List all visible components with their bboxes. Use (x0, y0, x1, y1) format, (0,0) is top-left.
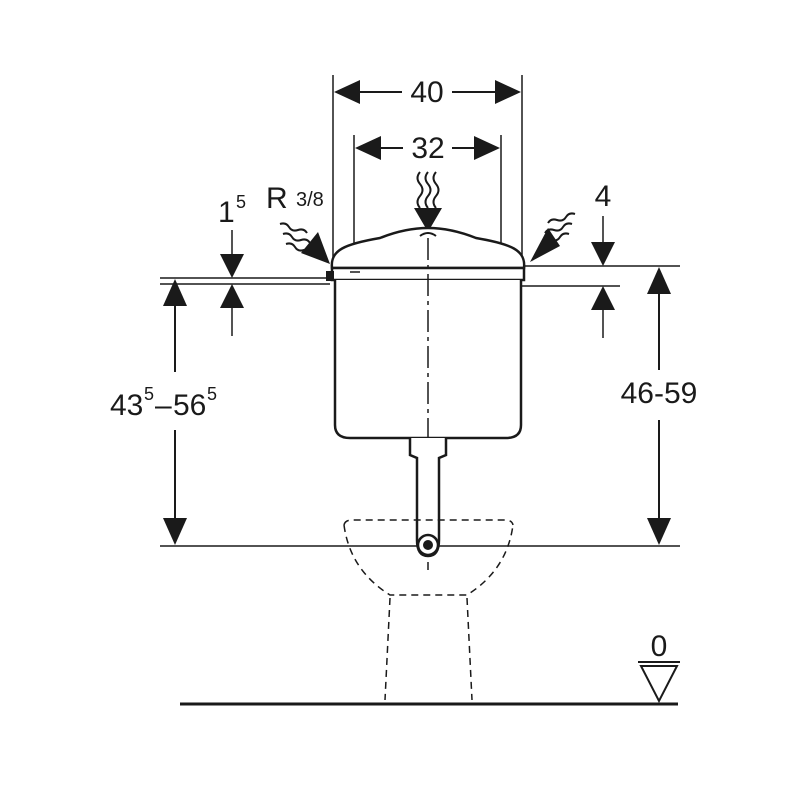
offset-right-dimension (591, 216, 615, 338)
floor-level-label: 0 (651, 630, 668, 663)
height-left-label: 43 5 – 56 5 (110, 384, 217, 422)
water-inlet-top-icon (414, 171, 442, 232)
water-inlet-left-icon (279, 222, 330, 264)
dimension-inner-width: 32 (355, 132, 500, 165)
offset-left-sup: 5 (236, 192, 246, 212)
offset-left-label: 1 (218, 196, 235, 229)
height-left-a-sup: 5 (144, 384, 154, 404)
offset-right-label: 4 (595, 180, 612, 213)
thread-prefix: R (266, 182, 288, 215)
water-inlet-right-icon (530, 212, 576, 262)
flush-pipe (408, 438, 448, 558)
offset-left-dimension (220, 230, 244, 336)
toilet-bowl (343, 519, 514, 701)
thread-fraction: 3/8 (296, 189, 324, 211)
reference-lines (160, 265, 680, 547)
height-left-b-sup: 5 (207, 384, 217, 404)
height-left-a: 43 (110, 389, 143, 422)
cistern (326, 226, 526, 440)
dimension-outer-width: 40 (334, 76, 521, 109)
height-left-b: 56 (173, 389, 206, 422)
outer-width-label: 40 (410, 76, 443, 109)
floor-level-marker: 0 (638, 630, 680, 704)
inner-width-label: 32 (411, 132, 444, 165)
height-left-dimension (163, 279, 187, 545)
height-right-dimension (647, 267, 671, 545)
height-right-label: 46-59 (621, 377, 698, 410)
height-left-dash: – (155, 389, 172, 422)
